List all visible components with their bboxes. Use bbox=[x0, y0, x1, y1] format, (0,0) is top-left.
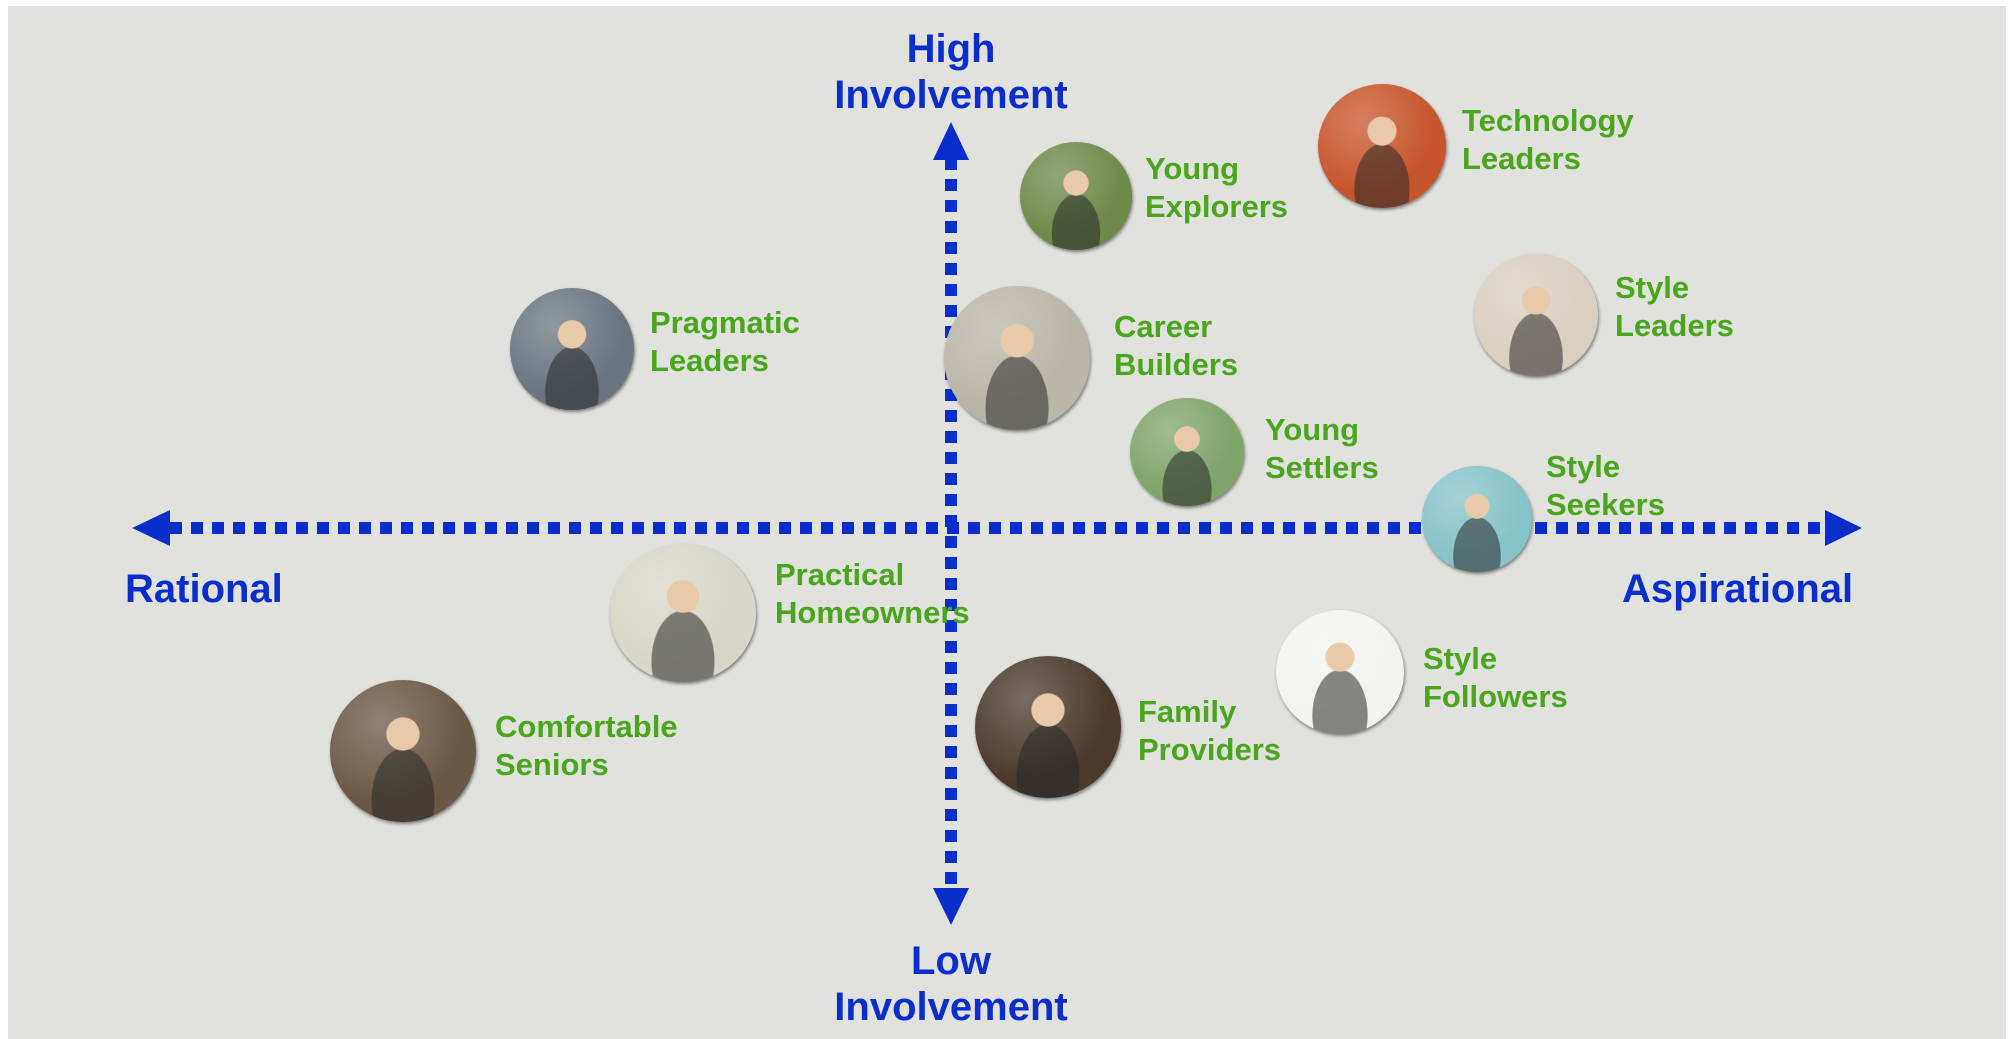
segment-photo bbox=[1276, 610, 1404, 734]
arrow-right-icon bbox=[1825, 510, 1862, 546]
segment-photo bbox=[1130, 398, 1244, 506]
axis-label-rational: Rational bbox=[125, 567, 283, 611]
segment-photo bbox=[1422, 466, 1532, 572]
segment-photo bbox=[1020, 142, 1132, 250]
axis-label-high-involvement: High Involvement bbox=[834, 27, 1068, 117]
segment-photo bbox=[975, 656, 1121, 798]
segment-photo bbox=[1474, 254, 1598, 376]
segment-photo bbox=[944, 286, 1090, 430]
segment-photo bbox=[610, 544, 756, 682]
axis-label-aspirational: Aspirational bbox=[1622, 567, 1854, 611]
segment-photo bbox=[1318, 84, 1446, 208]
segment-photo bbox=[510, 288, 634, 410]
arrow-left-icon bbox=[132, 510, 170, 546]
axis-label-low-involvement: Low Involvement bbox=[834, 939, 1068, 1029]
arrow-up-icon bbox=[933, 122, 969, 160]
arrow-down-icon bbox=[933, 888, 969, 925]
segment-photo bbox=[330, 680, 476, 822]
